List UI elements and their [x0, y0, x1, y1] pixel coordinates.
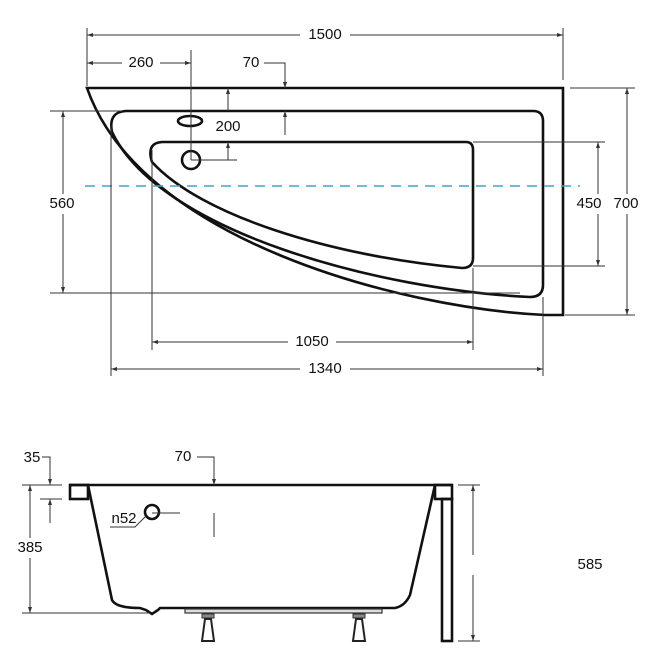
dim-inner-depth: 385 — [17, 539, 42, 556]
side-view: 35 385 70 n52 585 — [12, 448, 603, 643]
dim-drain-offset: 260 — [128, 54, 153, 71]
inner-rim-outline — [110, 109, 545, 299]
dim-total-length: 1500 — [308, 26, 341, 43]
dim-drain-depth: 200 — [215, 118, 240, 135]
dim-total-height: 585 — [577, 556, 602, 573]
dim-rim-thickness: 35 — [24, 449, 41, 466]
front-panel-leg — [440, 497, 454, 643]
dim-rim-width: 70 — [243, 54, 260, 71]
foot-right — [351, 613, 367, 642]
base-frame — [184, 608, 383, 614]
drain-icon — [176, 114, 204, 128]
left-rim — [68, 483, 90, 501]
dim-inner-width: 560 — [49, 195, 74, 212]
overflow-icon — [143, 503, 161, 521]
dim-bottom-width: 450 — [576, 195, 601, 212]
top-view: 1500 260 70 200 560 450 700 1050 — [45, 26, 645, 378]
right-rim-panel — [433, 483, 454, 501]
dim-total-width: 700 — [613, 195, 638, 212]
dim-side-rim-width: 70 — [175, 448, 192, 465]
dim-bottom-length: 1050 — [295, 333, 328, 350]
dim-inner-length: 1340 — [308, 360, 341, 377]
tub-body — [86, 484, 437, 616]
outer-rim-outline — [85, 86, 565, 317]
foot-left — [200, 613, 216, 642]
dim-overflow-diameter: n52 — [111, 510, 136, 527]
